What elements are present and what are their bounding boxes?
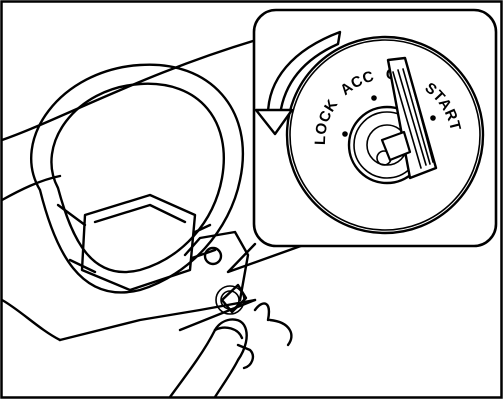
ignition-diagram: LOCK ACC ON START xyxy=(0,0,503,399)
diagram-canvas: LOCK ACC ON START xyxy=(0,0,503,399)
